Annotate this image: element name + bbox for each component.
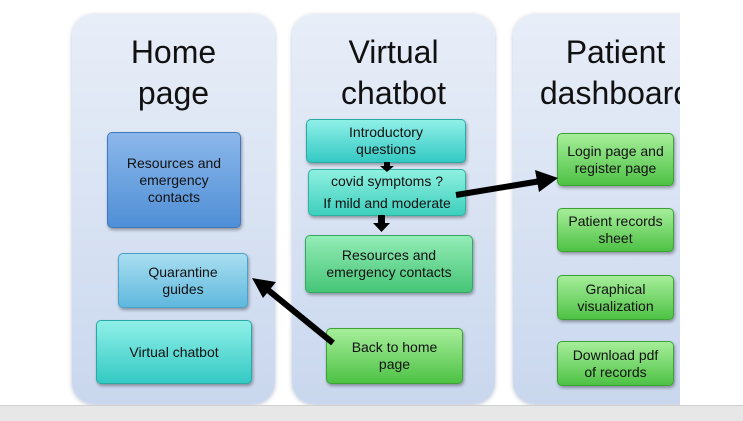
chatbot-resources-node: Resources and emergency contacts (305, 235, 473, 293)
home-page-title: Home page (130, 34, 217, 111)
diagram-canvas: Home page Resources and emergency contac… (72, 14, 680, 404)
chatbot-back-home-node: Back to home page (326, 328, 463, 384)
bottom-strip (0, 405, 743, 421)
chatbot-title: Virtual chatbot (341, 34, 446, 111)
chatbot-symptoms-node: covid symptoms ? If mild and moderate (308, 169, 466, 216)
dashboard-title: Patient dashboard (539, 34, 680, 111)
symptoms-question: covid symptoms ? (330, 173, 444, 189)
home-quarantine-node: Quarantine guides (118, 253, 248, 308)
chatbot-intro-node: Introductory questions (306, 119, 466, 163)
dashboard-login-node: Login page and register page (557, 133, 674, 186)
symptoms-condition: If mild and moderate (323, 195, 451, 211)
dashboard-records-node: Patient records sheet (557, 208, 674, 252)
dashboard-download-node: Download pdf of records (557, 341, 674, 386)
home-chatbot-node: Virtual chatbot (96, 320, 252, 384)
home-resources-node: Resources and emergency contacts (107, 132, 241, 228)
dashboard-graph-node: Graphical visualization (557, 275, 674, 320)
